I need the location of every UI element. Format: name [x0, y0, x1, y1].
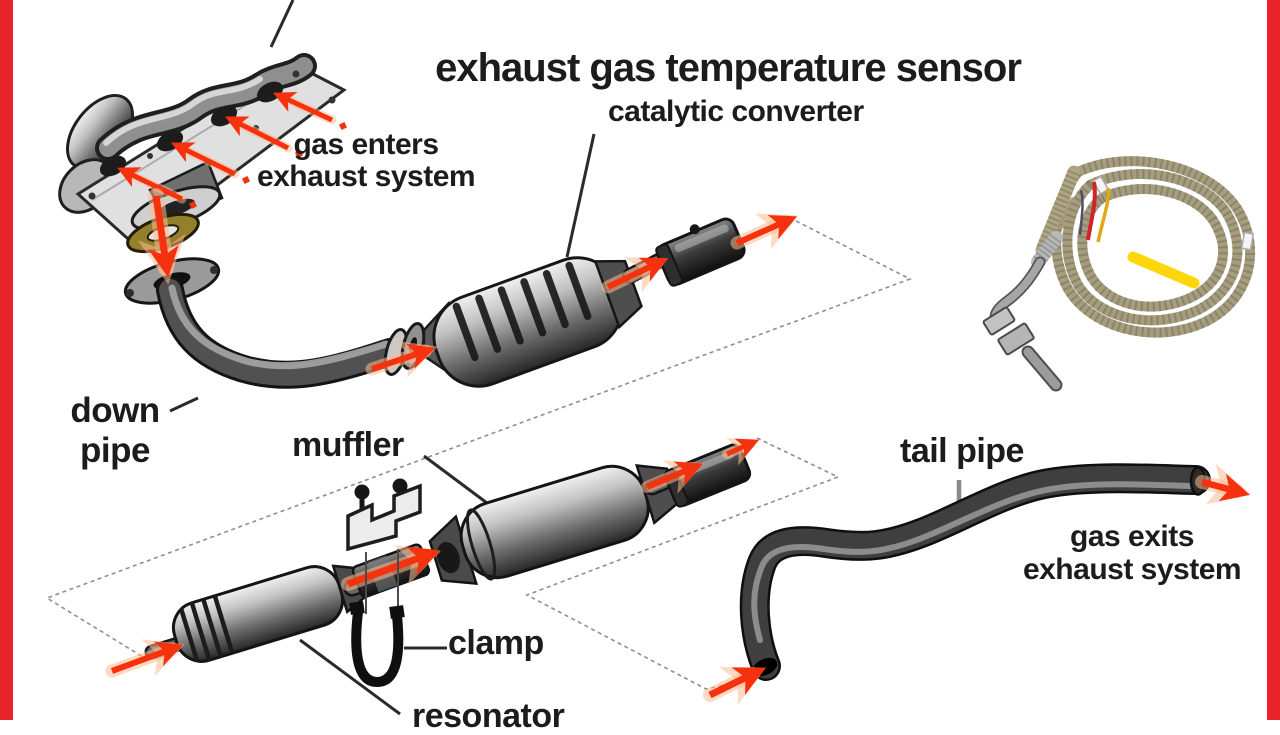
label-gas-enters: gas enters exhaust system: [235, 129, 497, 193]
gas-flow-arrow-gas-exit: [1195, 463, 1252, 505]
zip-tie-icon: [1240, 231, 1255, 251]
hanger-bracket-illustration: [346, 478, 422, 629]
label-gas-exits-line2: exhaust system: [1022, 553, 1242, 586]
gas-flow-arrow-resonator-out: [341, 545, 441, 591]
egt-sensor-photo: [982, 156, 1256, 392]
label-gas-enters-line1: gas enters: [293, 128, 439, 161]
muffler-leader-line: [423, 454, 488, 505]
sensor-probe-braid: [1035, 165, 1081, 257]
label-resonator: resonator: [412, 697, 565, 735]
dashed-floor-outline-upper: [45, 220, 912, 658]
gas-flow-arrow-lower-exit: [722, 438, 760, 466]
gas-flow-arrow-upper-exit: [730, 213, 799, 250]
label-tail-pipe: tail pipe: [900, 432, 1024, 470]
label-gas-exits-line1: gas exits: [1070, 520, 1194, 553]
label-gas-enters-line2: exhaust system: [256, 160, 476, 193]
sensor-wire-red: [1086, 181, 1097, 241]
sensor-wire-purple: [1078, 189, 1084, 236]
label-down-pipe-line2: pipe: [80, 431, 150, 470]
right-border: [1267, 0, 1280, 720]
gas-flow-arrows-manifold: [117, 91, 348, 210]
label-down-pipe: down pipe: [58, 391, 172, 471]
u-clamp-illustration: [349, 601, 405, 688]
label-gas-exits: gas exits exhaust system: [1003, 520, 1261, 586]
sensor-yellow-sleeve: [1127, 251, 1200, 289]
zip-tie-icon: [1092, 175, 1110, 195]
gas-flow-arrow-down: [137, 188, 186, 285]
gas-flow-arrow-resonator-in: [105, 639, 185, 678]
tail-pipe-illustration: [739, 463, 1211, 681]
gas-flow-arrow-tailpipe-in: [703, 667, 767, 705]
page-title: exhaust gas temperature sensor: [435, 46, 1022, 90]
gas-flow-arrow-converter-in: [365, 340, 438, 378]
sensor-wire-yellow: [1096, 187, 1111, 243]
label-catalytic-converter: catalytic converter: [608, 95, 864, 128]
muffler-illustration: [428, 460, 708, 585]
manifold-leader-line: [269, 0, 295, 48]
label-down-pipe-line1: down: [70, 391, 160, 430]
pipe-coupling-upper-illustration: [655, 217, 746, 287]
gas-flow-arrow-muffler-out: [641, 460, 704, 494]
exhaust-manifold-illustration: [58, 53, 347, 248]
left-border: [0, 0, 13, 720]
resonator-leader-line: [299, 638, 401, 716]
down-pipe-illustration: [156, 276, 426, 389]
catalytic-converter-illustration: [422, 248, 676, 388]
label-clamp: clamp: [448, 624, 544, 662]
catalytic-converter-leader-line: [565, 133, 596, 258]
down-pipe-leader-line: [169, 396, 199, 413]
label-muffler: muffler: [292, 426, 404, 464]
gas-flow-arrow-converter-out: [601, 257, 669, 294]
